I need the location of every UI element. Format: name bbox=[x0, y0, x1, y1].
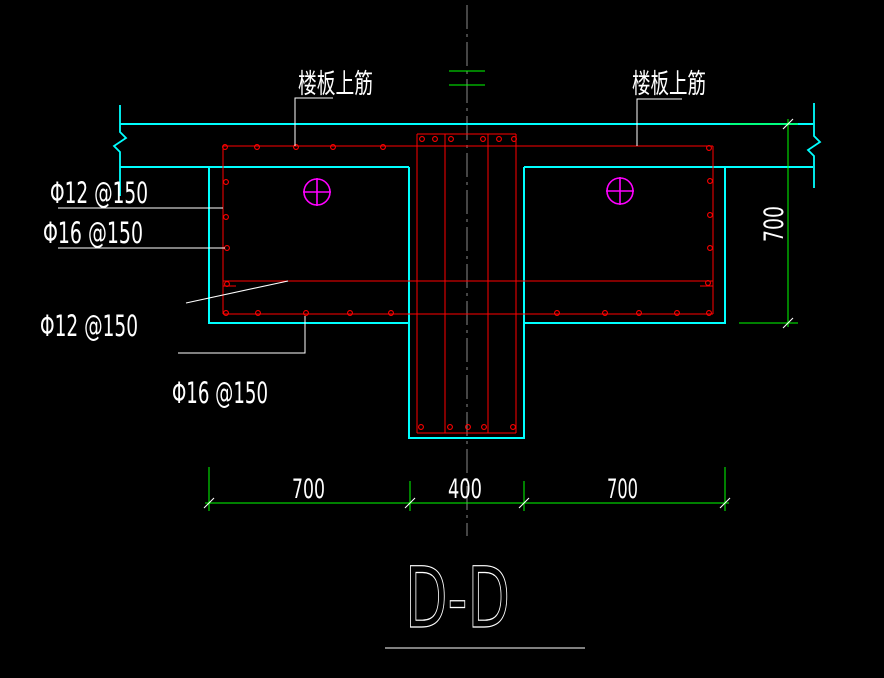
dim-total-depth: 700 bbox=[759, 206, 790, 242]
label-top-bar: Φ12 @150 bbox=[50, 176, 148, 210]
label-bottom-bar: Φ16 @150 bbox=[172, 376, 268, 410]
break-line-left bbox=[112, 105, 128, 196]
label-slab-top-right: 楼板上筋 bbox=[632, 69, 706, 100]
label-mid-bar: Φ12 @150 bbox=[40, 309, 138, 343]
section-title-block: D-D bbox=[385, 548, 585, 649]
leader-bottom-bar bbox=[178, 316, 306, 354]
dim-column-width: 400 bbox=[448, 474, 482, 505]
dim-right-beam-width: 700 bbox=[607, 474, 638, 505]
bar-symbol-right bbox=[606, 177, 634, 205]
right-dimension bbox=[730, 118, 798, 329]
dim-left-beam-width: 700 bbox=[292, 474, 325, 505]
concrete-outline bbox=[112, 103, 822, 439]
dimension-ticks bbox=[203, 497, 731, 509]
column-outline bbox=[408, 167, 525, 439]
annotation-texts: 楼板上筋 楼板上筋 Φ12 @150 Φ16 @150 Φ12 @150 Φ16… bbox=[40, 69, 790, 505]
rebar-lines bbox=[222, 133, 714, 434]
bar-symbol-left bbox=[303, 178, 331, 206]
left-beam-outline bbox=[208, 167, 409, 324]
leader-mid-bar bbox=[185, 280, 289, 304]
label-side-bar: Φ16 @150 bbox=[43, 216, 143, 250]
leader-slab-top-right bbox=[636, 98, 682, 146]
right-beam-outline bbox=[524, 167, 726, 324]
label-slab-top-left: 楼板上筋 bbox=[298, 69, 373, 100]
section-title: D-D bbox=[405, 549, 510, 647]
dimension-ticks bbox=[782, 118, 794, 329]
axis-tick-marks bbox=[449, 70, 485, 86]
break-line-right bbox=[806, 103, 822, 188]
leader-slab-top-left bbox=[294, 97, 333, 146]
bottom-dimension-chain bbox=[203, 467, 731, 511]
leader-lines bbox=[58, 97, 682, 354]
rebar-section-dots bbox=[222, 136, 713, 430]
